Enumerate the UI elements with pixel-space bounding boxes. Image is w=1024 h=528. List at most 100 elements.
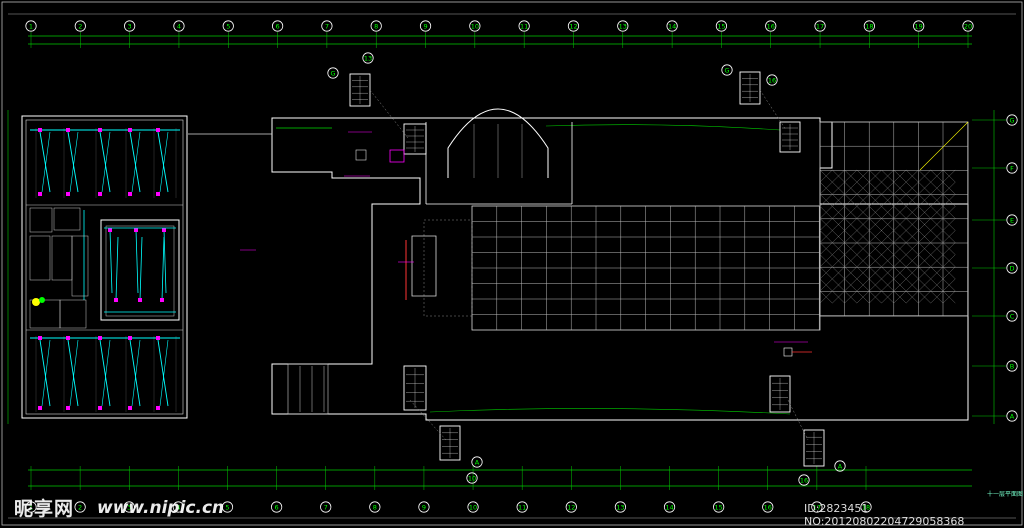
callout-bubble-16b: 16 [798, 474, 810, 486]
axis-bubble-top: 20 [962, 20, 974, 32]
axis-bubble-bottom: 7 [320, 501, 332, 513]
axis-bubble-top: 12 [567, 20, 580, 32]
svg-text:8: 8 [373, 503, 377, 511]
axis-bubble-right: C [1006, 310, 1018, 322]
axis-bubble-bottom: 3 [123, 501, 135, 513]
atrium-outline [423, 219, 473, 317]
axis-bubble-top: 5 [222, 20, 234, 32]
tower-cyan-wiring [30, 128, 180, 412]
svg-text:10: 10 [469, 503, 477, 511]
svg-text:12: 12 [567, 503, 575, 511]
svg-text:F: F [1010, 164, 1014, 172]
svg-text:14: 14 [668, 22, 676, 30]
svg-text:15: 15 [717, 22, 725, 30]
svg-text:C: C [1010, 312, 1015, 320]
watermark-url[interactable]: www.nipic.cn [97, 498, 225, 518]
axis-bubble-bottom: 8 [369, 501, 381, 513]
axis-bubble-bottom: 17 [811, 501, 823, 513]
svg-text:17: 17 [816, 22, 824, 30]
axis-bubble-bottom: 2 [74, 501, 86, 513]
svg-text:19: 19 [915, 22, 923, 30]
axis-bubble-top: 15 [715, 20, 728, 32]
svg-text:18: 18 [862, 503, 870, 511]
svg-text:9: 9 [423, 22, 427, 30]
axis-bubble-top: 14 [666, 20, 678, 32]
equipment-annotations [240, 131, 812, 357]
svg-text:13: 13 [619, 22, 627, 30]
svg-text:E: E [1010, 216, 1014, 224]
svg-text:7: 7 [324, 503, 328, 511]
svg-text:D: D [1009, 264, 1014, 272]
axis-bubble-top: 2 [74, 20, 86, 32]
axis-bubble-top: 10 [469, 20, 481, 32]
axis-bubble-right: E [1006, 214, 1018, 226]
axis-bubble-top: 9 [419, 20, 432, 32]
axis-bubble-top: 3 [124, 20, 136, 32]
svg-text:2: 2 [78, 503, 82, 511]
svg-text:10: 10 [471, 22, 479, 30]
svg-text:6: 6 [276, 22, 280, 30]
svg-text:3: 3 [127, 503, 131, 511]
watermark-brand: 昵享网 [14, 498, 75, 520]
svg-text:8: 8 [374, 22, 378, 30]
svg-text:B: B [1010, 362, 1014, 370]
svg-text:G: G [724, 66, 729, 74]
callout-bubble-16: 16 [766, 74, 778, 86]
svg-text:17: 17 [813, 503, 821, 511]
marker-dot [32, 298, 40, 306]
axis-bubble-right: G [1006, 114, 1018, 126]
axis-bubble-bottom: 15 [713, 501, 725, 513]
svg-text:5: 5 [226, 22, 230, 30]
axis-bubble-bottom: 4 [172, 501, 184, 513]
svg-text:10: 10 [468, 474, 476, 482]
svg-text:18: 18 [865, 22, 873, 30]
stair-detail [403, 123, 427, 155]
svg-text:7: 7 [325, 22, 329, 30]
axis-bubble-top: 11 [518, 20, 530, 32]
svg-text:13: 13 [616, 503, 624, 511]
axis-bubble-top: 8 [370, 20, 382, 32]
axis-bubble-bottom: 16 [762, 501, 774, 513]
axis-bubble-bottom: 14 [663, 501, 676, 513]
svg-text:16: 16 [764, 503, 772, 511]
svg-text:6: 6 [275, 503, 279, 511]
axis-bubble-bottom: 12 [565, 501, 577, 513]
svg-text:1: 1 [29, 503, 33, 511]
stair-detail [739, 71, 761, 105]
podium-plan [188, 108, 969, 421]
svg-text:16: 16 [800, 476, 808, 484]
svg-text:16: 16 [767, 22, 775, 30]
axis-bubble-top: 6 [271, 20, 284, 32]
stair-detail [803, 429, 825, 467]
svg-text:14: 14 [665, 503, 673, 511]
axis-bubble-top: 16 [765, 20, 777, 32]
axis-bubble-bottom: 6 [270, 501, 283, 513]
left-tower-plan [21, 115, 188, 419]
stair-detail [769, 375, 791, 413]
svg-text:9: 9 [422, 503, 426, 511]
axis-bubble-bottom: 10 [467, 501, 479, 513]
stair-detail [439, 425, 461, 461]
callout-bubble: G [721, 64, 733, 76]
axis-bubble-right: D [1006, 262, 1018, 274]
sheet-title: 十一层平面图 [987, 491, 1024, 498]
svg-text:G: G [330, 69, 335, 77]
axis-bubble-bottom: 5 [221, 501, 234, 513]
axis-bubble-right: A [1006, 410, 1018, 422]
axis-bubble-right: B [1006, 360, 1018, 372]
axis-bubble-bottom: 9 [418, 501, 430, 513]
svg-text:3: 3 [128, 22, 132, 30]
bottom-dimension-lines [8, 466, 1016, 519]
svg-text:20: 20 [964, 22, 972, 30]
right-axis-bubbles: G F E D C B A [7, 110, 1018, 424]
callout-bubble: G [327, 67, 339, 79]
svg-text:5: 5 [225, 503, 229, 511]
svg-text:4: 4 [177, 22, 181, 30]
svg-text:13: 13 [364, 54, 372, 62]
svg-text:4: 4 [176, 503, 180, 511]
axis-bubble-top: 18 [863, 20, 875, 32]
svg-text:A: A [1010, 412, 1015, 420]
